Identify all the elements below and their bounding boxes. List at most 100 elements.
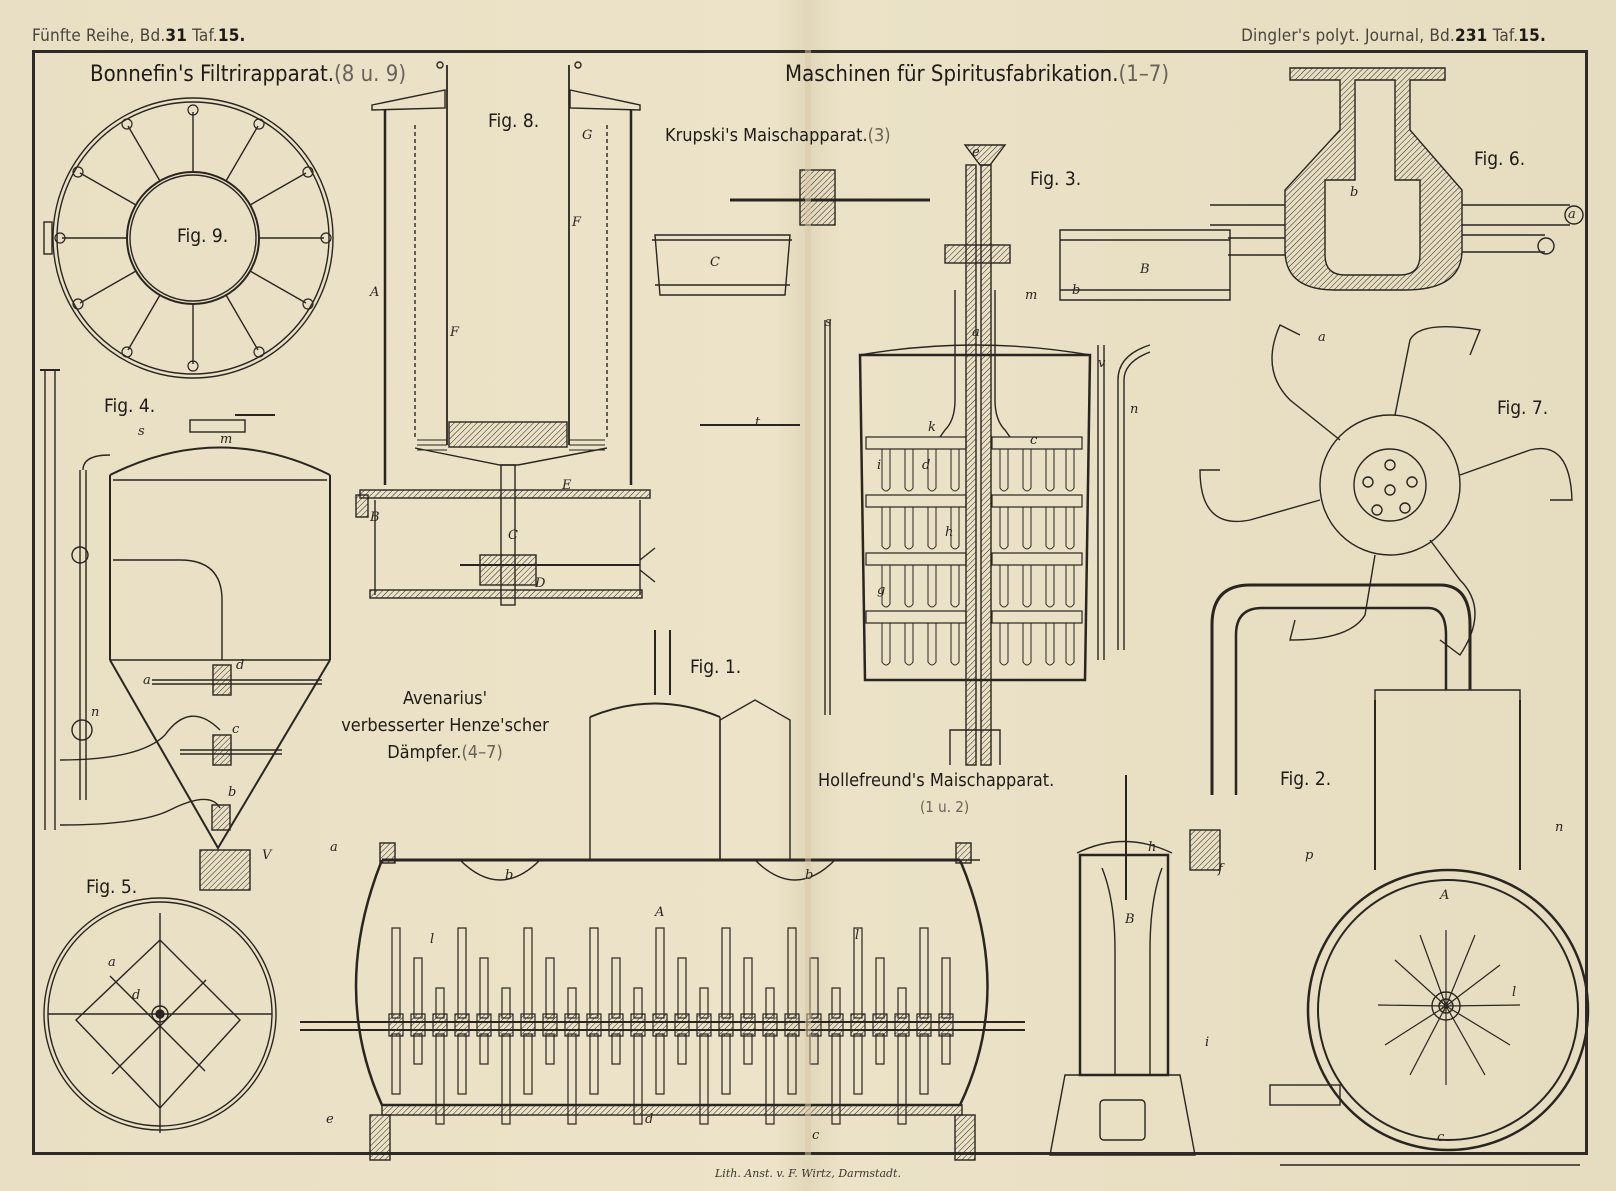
- paddle-hub: [762, 1013, 778, 1037]
- header-left-plate-prefix: Taf.: [192, 26, 218, 46]
- label-fig1-b2: b: [805, 868, 814, 883]
- title-hollefreund: Hollefreund's Maischapparat.: [818, 770, 1054, 791]
- header-left-volume: 31: [165, 26, 188, 46]
- agitator-paddle: [391, 1033, 401, 1095]
- title-avenarius: Avenarius' verbesserter Henze'scher Dämp…: [330, 685, 560, 766]
- agitator-paddle: [523, 1033, 533, 1095]
- agitator-paddle: [919, 927, 929, 1019]
- paddle-hub: [410, 1013, 426, 1037]
- title-krupski: Krupski's Maischapparat.(3): [665, 125, 891, 146]
- label-fig5-a: a: [108, 955, 116, 970]
- fig4-steamer-vessel-drawing: [40, 369, 331, 891]
- label-fig3-d: d: [922, 458, 931, 473]
- agitator-paddle: [677, 957, 687, 1019]
- label-fig2-h: h: [1148, 840, 1157, 855]
- label-fig1-e: e: [326, 1112, 334, 1127]
- label-fig3-k: k: [928, 420, 936, 435]
- header-right-prefix: Dingler's polyt. Journal, Bd.: [1241, 26, 1455, 46]
- agitator-paddle: [743, 1033, 753, 1065]
- agitator-paddle: [523, 927, 533, 1019]
- paddle-hub: [718, 1013, 734, 1037]
- label-fig2-c: c: [1437, 1130, 1445, 1145]
- label-fig4-d: d: [236, 658, 245, 673]
- caption-fig1: Fig. 1.: [690, 656, 742, 678]
- caption-fig7: Fig. 7.: [1497, 397, 1549, 419]
- paddle-hub: [872, 1013, 888, 1037]
- agitator-paddle: [721, 1033, 731, 1095]
- label-fig4-c: c: [232, 722, 240, 737]
- agitator-paddle: [479, 957, 489, 1019]
- fig6-nozzle-block-drawing: [1210, 67, 1584, 291]
- title-krupski-name: Krupski's Maischapparat.: [665, 125, 868, 146]
- label-fig1-c: c: [812, 1128, 820, 1143]
- label-fig3-B: B: [1140, 262, 1150, 277]
- agitator-paddle: [853, 1033, 863, 1095]
- label-fig2-A: A: [1440, 888, 1450, 903]
- label-fig3-m: m: [1025, 288, 1038, 303]
- agitator-paddle: [457, 1033, 467, 1095]
- agitator-paddle: [721, 927, 731, 1019]
- agitator-paddle: [413, 1033, 423, 1065]
- caption-fig4: Fig. 4.: [104, 395, 156, 417]
- title-bonnefin-name: Bonnefin's Filtrirapparat.: [90, 62, 335, 87]
- label-fig1-l: l: [430, 932, 435, 947]
- paddle-hub: [608, 1013, 624, 1037]
- title-maschinen-figs: (1–7): [1118, 62, 1170, 87]
- paddle-hub: [916, 1013, 932, 1037]
- agitator-paddle: [677, 1033, 687, 1065]
- agitator-paddle: [545, 1033, 555, 1065]
- paddle-hub: [652, 1013, 668, 1037]
- agitator-paddle: [655, 1033, 665, 1095]
- label-fig1-d: d: [645, 1112, 654, 1127]
- fig3-krupski-masher-drawing: [652, 144, 1231, 766]
- title-bonnefin: Bonnefin's Filtrirapparat.(8 u. 9): [90, 62, 406, 87]
- paddle-hub: [674, 1013, 690, 1037]
- paddle-hub: [938, 1013, 954, 1037]
- fig8-filter-column-drawing: [355, 61, 656, 606]
- caption-fig8: Fig. 8.: [488, 110, 540, 132]
- label-fig4-s: s: [138, 424, 145, 439]
- agitator-paddle: [787, 927, 797, 1019]
- label-fig1-a: a: [330, 840, 338, 855]
- title-avenarius-figs: (4–7): [461, 742, 503, 763]
- paddle-hub: [520, 1013, 536, 1037]
- paddle-hub: [564, 1013, 580, 1037]
- agitator-paddle: [875, 957, 885, 1019]
- header-left: Fünfte Reihe, Bd.31 Taf.15.: [32, 26, 246, 46]
- agitator-paddle: [809, 957, 819, 1019]
- paddle-hub: [586, 1013, 602, 1037]
- label-fig3-g: g: [877, 583, 886, 598]
- label-fig5-d: d: [132, 988, 141, 1003]
- title-avenarius-line2: verbesserter Henze'scher: [341, 715, 549, 736]
- label-fig4-n: n: [91, 705, 100, 720]
- label-fig4-b: b: [228, 785, 237, 800]
- agitator-paddle: [589, 927, 599, 1019]
- paddle-hub: [388, 1013, 404, 1037]
- fig2-hollefreund-drum-drawing: [1210, 583, 1590, 1166]
- fig9-filter-wheel-drawing: [43, 97, 334, 379]
- label-fig3-c: c: [1030, 433, 1038, 448]
- agitator-paddle: [941, 957, 951, 1019]
- paddle-hub: [476, 1013, 492, 1037]
- label-fig3-t: t: [755, 415, 761, 430]
- label-fig2-p: p: [1305, 848, 1314, 863]
- title-hollefreund-figs: (1 u. 2): [920, 798, 970, 816]
- paddle-hub: [828, 1013, 844, 1037]
- agitator-paddle: [941, 1033, 951, 1065]
- caption-fig9: Fig. 9.: [177, 225, 229, 247]
- label-fig8-A: A: [370, 285, 380, 300]
- label-fig3-e: e: [972, 145, 980, 160]
- paddle-hub: [850, 1013, 866, 1037]
- label-fig3-s: s: [825, 315, 832, 330]
- agitator-paddle: [611, 957, 621, 1019]
- title-maschinen-name: Maschinen für Spiritusfabrikation.: [785, 62, 1119, 87]
- label-fig6-b: b: [1350, 185, 1359, 200]
- paddle-hub: [696, 1013, 712, 1037]
- title-bonnefin-figs: (8 u. 9): [334, 62, 407, 87]
- label-fig4-m: m: [220, 432, 233, 447]
- fig7-star-nozzle-drawing: [1199, 324, 1573, 657]
- agitator-paddle: [413, 957, 423, 1019]
- label-fig3-v: v: [1098, 356, 1106, 371]
- paddle-hub: [542, 1013, 558, 1037]
